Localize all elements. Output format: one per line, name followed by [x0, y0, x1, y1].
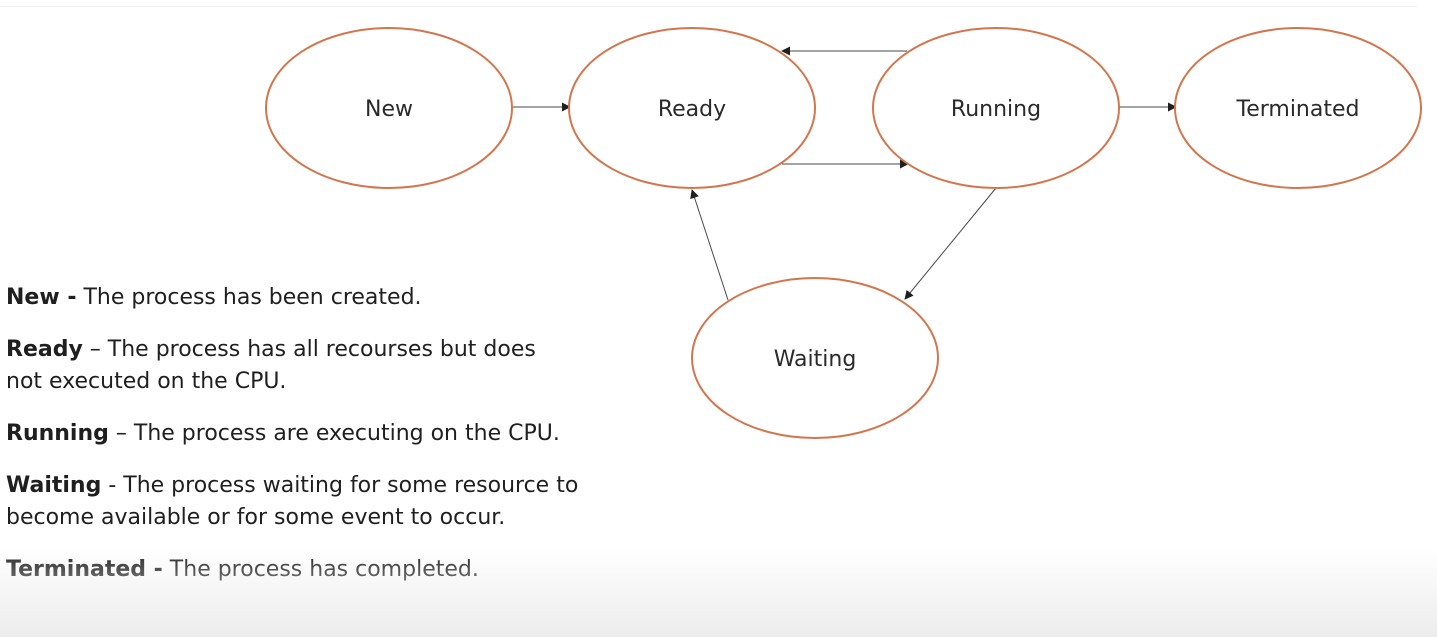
definition-text: – The process has all recourses but does… [6, 337, 536, 394]
definition-terminated: Terminated - The process has completed. [6, 554, 606, 586]
definition-new: New - The process has been created. [6, 282, 606, 314]
edge-waiting-to-ready [690, 189, 729, 301]
definition-text: - The process waiting for some resource … [6, 473, 579, 530]
definition-term: Terminated - [6, 557, 163, 582]
top-divider [0, 6, 1417, 7]
definition-text: – The process are executing on the CPU. [108, 421, 560, 446]
node-waiting: Waiting [691, 277, 939, 439]
definition-ready: Ready – The process has all recourses bu… [6, 334, 566, 398]
node-new: New [265, 27, 513, 189]
definition-text: The process has completed. [162, 557, 479, 582]
definition-running: Running – The process are executing on t… [6, 418, 606, 450]
definition-text: The process has been created. [76, 285, 422, 310]
node-ready: Ready [568, 27, 816, 189]
state-definitions: New - The process has been created. Read… [6, 282, 606, 606]
node-label-running: Running [951, 97, 1041, 122]
process-state-diagram: New Ready Running Terminated Waiting [265, 27, 1422, 439]
node-terminated: Terminated [1174, 27, 1422, 189]
edge-running-to-waiting [904, 187, 997, 300]
node-running: Running [872, 27, 1120, 189]
node-label-ready: Ready [658, 97, 726, 122]
definition-term: Running [6, 421, 109, 446]
definition-waiting: Waiting - The process waiting for some r… [6, 470, 586, 534]
definition-term: Ready [6, 337, 83, 362]
node-label-terminated: Terminated [1236, 97, 1360, 122]
node-label-new: New [365, 97, 413, 122]
node-label-waiting: Waiting [774, 347, 857, 372]
definition-term: Waiting [6, 473, 102, 498]
definition-term: New - [6, 285, 77, 310]
